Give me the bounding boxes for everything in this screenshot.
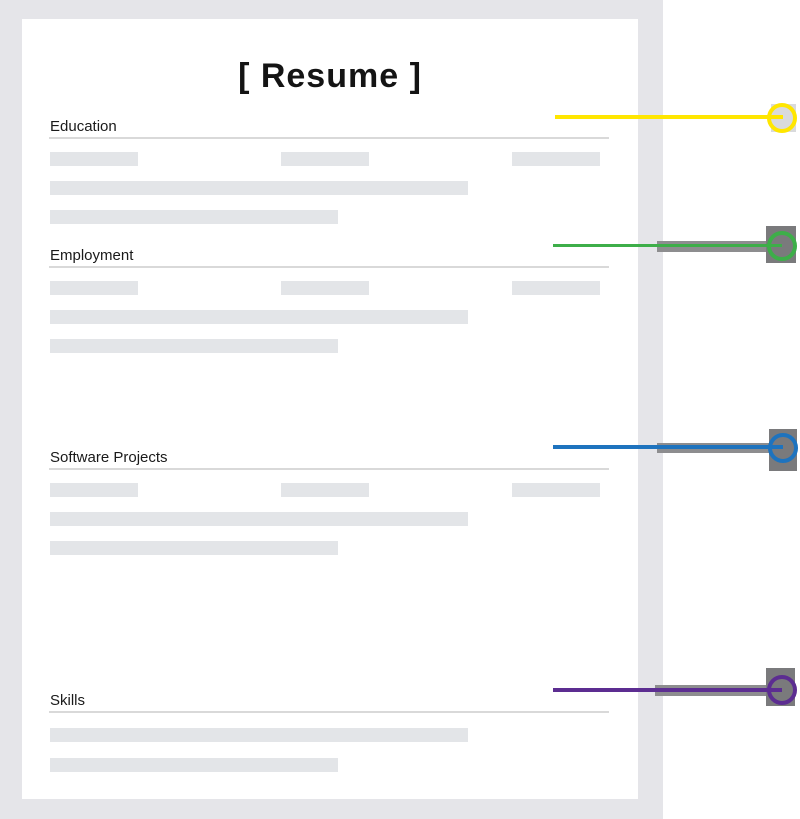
callout-circle-marker: [767, 103, 797, 133]
placeholder-bar: [50, 310, 468, 324]
section-education-heading: Education: [50, 118, 117, 135]
placeholder-bar: [50, 181, 468, 195]
placeholder-bar: [50, 758, 338, 772]
callout-circle-marker: [767, 675, 797, 705]
section-rule: [49, 468, 609, 470]
placeholder-bar: [512, 281, 600, 295]
placeholder-bar: [50, 339, 338, 353]
placeholder-bar: [512, 152, 600, 166]
placeholder-bar: [281, 152, 369, 166]
placeholder-bar: [50, 541, 338, 555]
resume-page: [ Resume ] Education Employment Software…: [22, 19, 638, 799]
placeholder-bar: [512, 483, 600, 497]
section-software-projects: Software Projects: [22, 449, 638, 569]
placeholder-bar: [50, 152, 138, 166]
callout-line: [553, 445, 783, 449]
callout-line: [553, 688, 782, 692]
resume-title: [ Resume ]: [238, 57, 422, 95]
callout-line: [553, 244, 782, 247]
section-rule: [49, 266, 609, 268]
section-education: Education: [22, 118, 638, 238]
callout-circle-marker: [767, 231, 797, 261]
callout-circle-marker: [768, 433, 798, 463]
section-employment: Employment: [22, 247, 638, 367]
section-rule: [49, 137, 609, 139]
placeholder-bar: [50, 512, 468, 526]
placeholder-bar: [50, 483, 138, 497]
placeholder-bar: [281, 483, 369, 497]
section-skills: Skills: [22, 692, 638, 812]
callout-line: [555, 115, 783, 119]
section-software-projects-heading: Software Projects: [50, 449, 168, 466]
placeholder-bar: [50, 210, 338, 224]
section-employment-heading: Employment: [50, 247, 134, 264]
section-rule: [49, 711, 609, 713]
placeholder-bar: [50, 281, 138, 295]
section-skills-heading: Skills: [50, 692, 86, 709]
placeholder-bar: [50, 728, 468, 742]
placeholder-bar: [281, 281, 369, 295]
